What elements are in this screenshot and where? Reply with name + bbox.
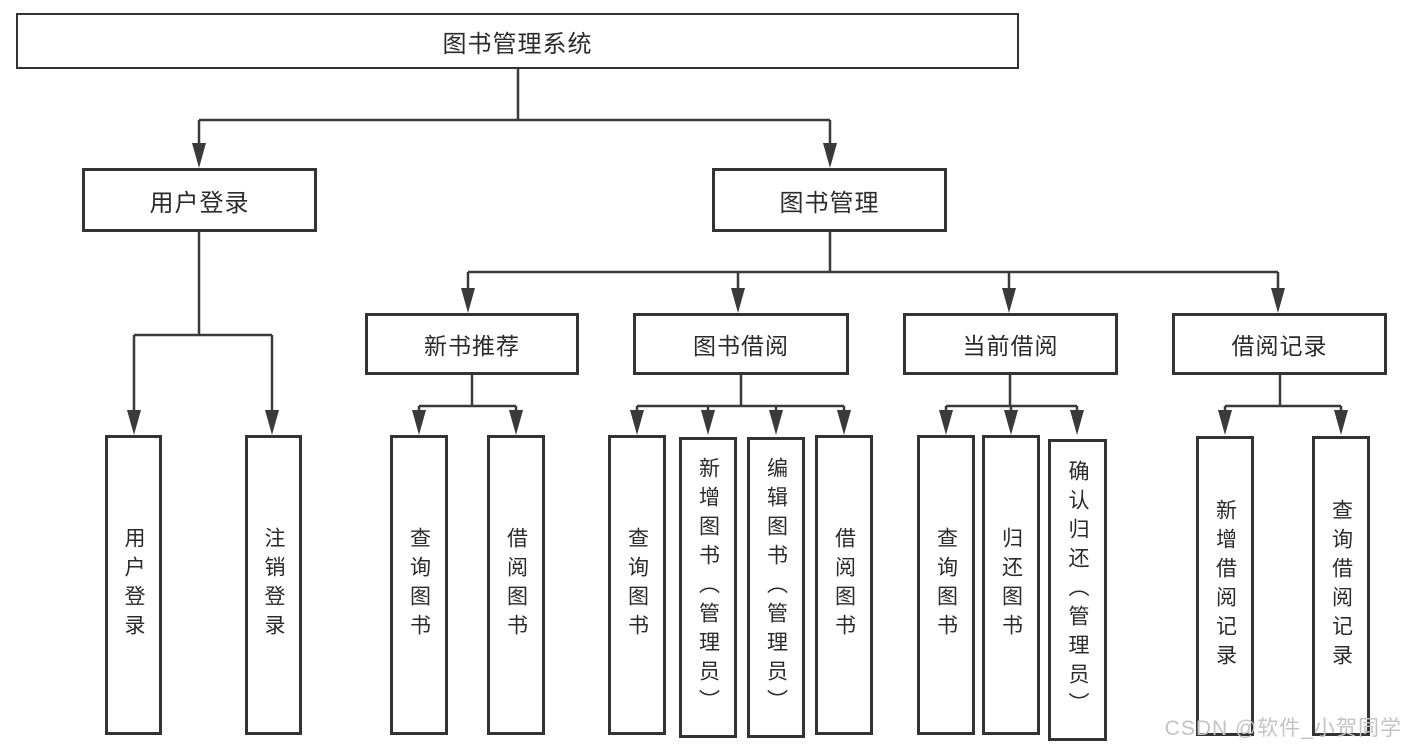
leaf-logout: 注销登录: [245, 435, 302, 735]
node-new-book-recommend: 新书推荐: [365, 313, 579, 375]
node-borrow-records: 借阅记录: [1172, 313, 1387, 375]
leaf-current-query-books: 查询图书: [917, 435, 975, 735]
csdn-watermark: CSDN @软件_小贺同学: [1164, 717, 1402, 740]
node-book-management: 图书管理: [712, 168, 947, 232]
leaf-borrow-add-books-admin: 新增图书（管理员）: [679, 437, 737, 738]
leaf-borrow-edit-books-admin: 编辑图书（管理员）: [747, 437, 805, 738]
leaf-borrow-borrow-books: 借阅图书: [815, 435, 873, 735]
leaf-current-confirm-return-admin: 确认归还（管理员）: [1048, 439, 1107, 741]
leaf-records-query-record: 查询借阅记录: [1312, 436, 1370, 736]
node-user-login: 用户登录: [82, 168, 317, 232]
leaf-borrow-query-books: 查询图书: [608, 435, 666, 735]
leaf-records-add-record: 新增借阅记录: [1196, 436, 1254, 736]
node-current-borrow: 当前借阅: [903, 313, 1118, 375]
connector-lines: [132, 69, 1343, 413]
node-book-borrow: 图书借阅: [633, 313, 849, 375]
node-root-library-system: 图书管理系统: [16, 13, 1019, 69]
leaf-recommend-borrow-books: 借阅图书: [487, 435, 545, 735]
leaf-current-return-books: 归还图书: [982, 435, 1040, 735]
arrowheads: [127, 143, 1348, 435]
leaf-user-login: 用户登录: [105, 435, 162, 735]
leaf-recommend-query-books: 查询图书: [390, 435, 448, 735]
